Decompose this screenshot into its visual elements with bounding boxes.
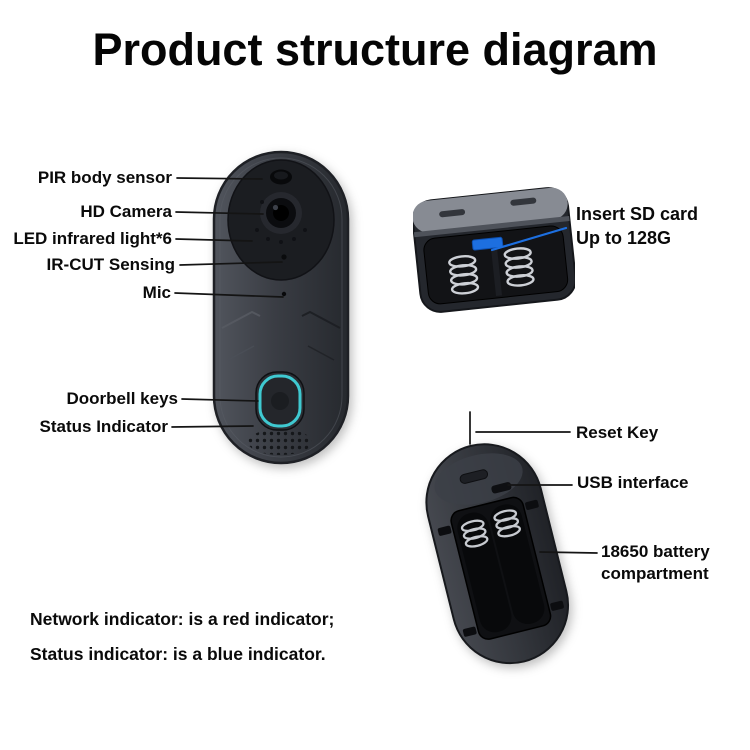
doorbell-back-illustration [425,443,570,665]
label-led-infrared: LED infrared light*6 [13,229,172,248]
footnote-network-indicator: Network indicator: is a red indicator; [30,609,335,629]
interior-slot-left [439,209,466,218]
doorbell-back-view [383,433,613,678]
interior-slot-right [510,197,537,206]
label-doorbell-keys: Doorbell keys [66,389,179,408]
battery-channel-left [457,512,512,633]
label-pir-body-sensor: PIR body sensor [37,168,172,187]
label-18650-battery: 18650 battery compartment [601,542,710,583]
page-title: Product structure diagram [92,24,658,75]
mic-hole [281,291,287,297]
sd-card-note-line2: Up to 128G [576,228,672,248]
footnote-status-indicator: Status indicator: is a blue indicator. [30,644,326,664]
reset-key-hole [459,469,489,484]
ir-cut-window [281,254,287,260]
body-crease-left [221,310,261,329]
label-reset-key: Reset Key [576,423,659,442]
doorbell-button [271,392,289,410]
body-groove-right [307,345,335,361]
ir-led-dots [255,200,307,244]
interior-divider [491,249,503,297]
battery-channel-right [490,504,545,625]
speaker-grille [248,429,312,455]
mounting-feet [437,499,564,637]
body-crease-right [301,310,341,329]
doorbell-interior-illustration [411,187,577,313]
doorbell-front-view [212,150,350,470]
body-groove-left [227,345,255,361]
sd-card-note: Insert SD card Up to 128G [576,202,698,250]
sd-card-note-line1: Insert SD card [576,204,699,224]
doorbell-front-illustration [212,150,350,465]
pir-sensor-highlight [274,171,288,180]
usb-port [491,482,512,494]
lens-glint [272,204,279,211]
interior-edge [413,215,570,238]
label-status-indicator: Status Indicator [39,417,168,436]
label-mic: Mic [142,283,171,302]
label-usb-interface: USB interface [577,473,689,492]
label-hd-camera: HD Camera [80,202,172,221]
label-ir-cut-sensing: IR-CUT Sensing [46,255,175,274]
device-edge-highlight [219,157,343,458]
doorbell-interior-view [411,182,577,319]
battery-springs [460,509,521,548]
